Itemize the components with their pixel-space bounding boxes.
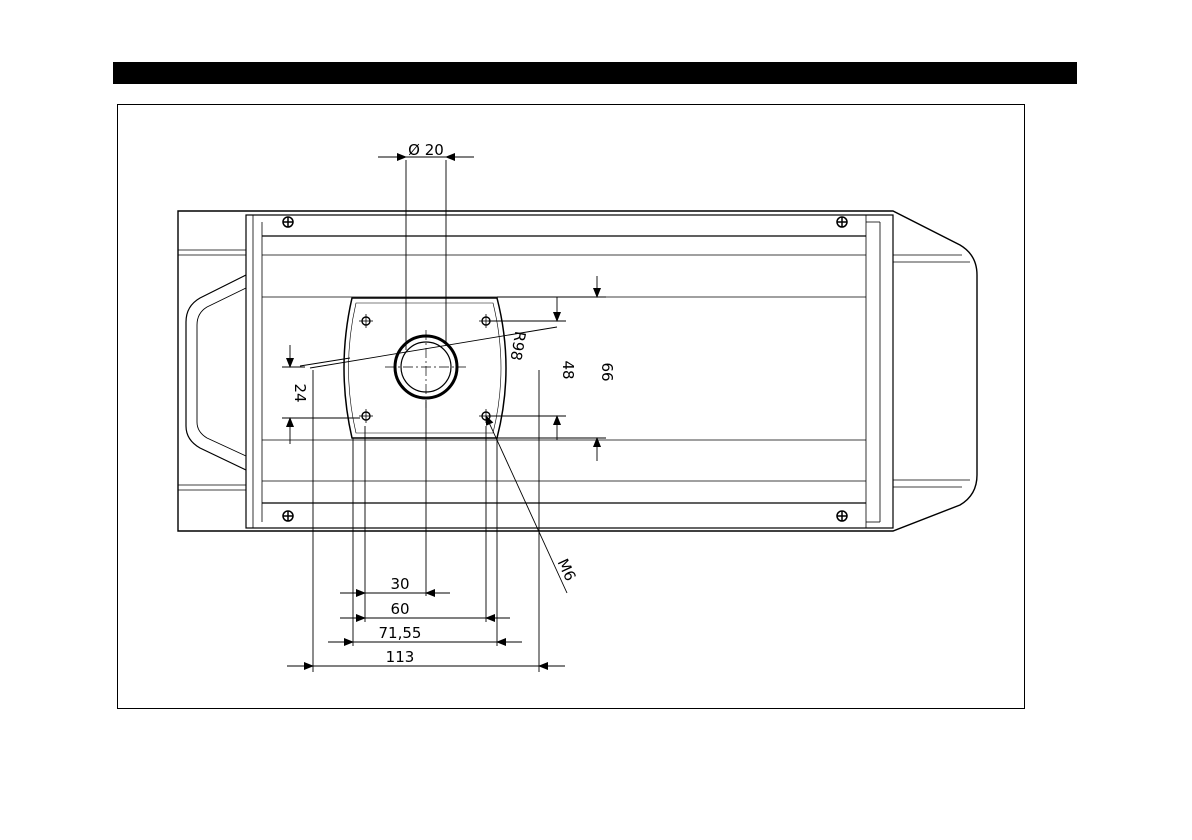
dimension-60-label: 60 — [390, 600, 409, 618]
dimension-71-label: 71,55 — [379, 624, 422, 642]
dimension-24-label: 24 — [291, 383, 309, 402]
dimension-66-label: 66 — [598, 362, 616, 381]
dimension-48-label: 48 — [559, 360, 577, 379]
screw-icon — [283, 511, 293, 521]
screw-icon — [837, 217, 847, 227]
dimension-30-label: 30 — [390, 575, 409, 593]
thread-label: M6 — [554, 556, 580, 584]
screw-icon — [837, 511, 847, 521]
dimension-113-label: 113 — [386, 648, 415, 666]
screw-icon — [283, 217, 293, 227]
diameter-label: Ø 20 — [408, 141, 444, 159]
